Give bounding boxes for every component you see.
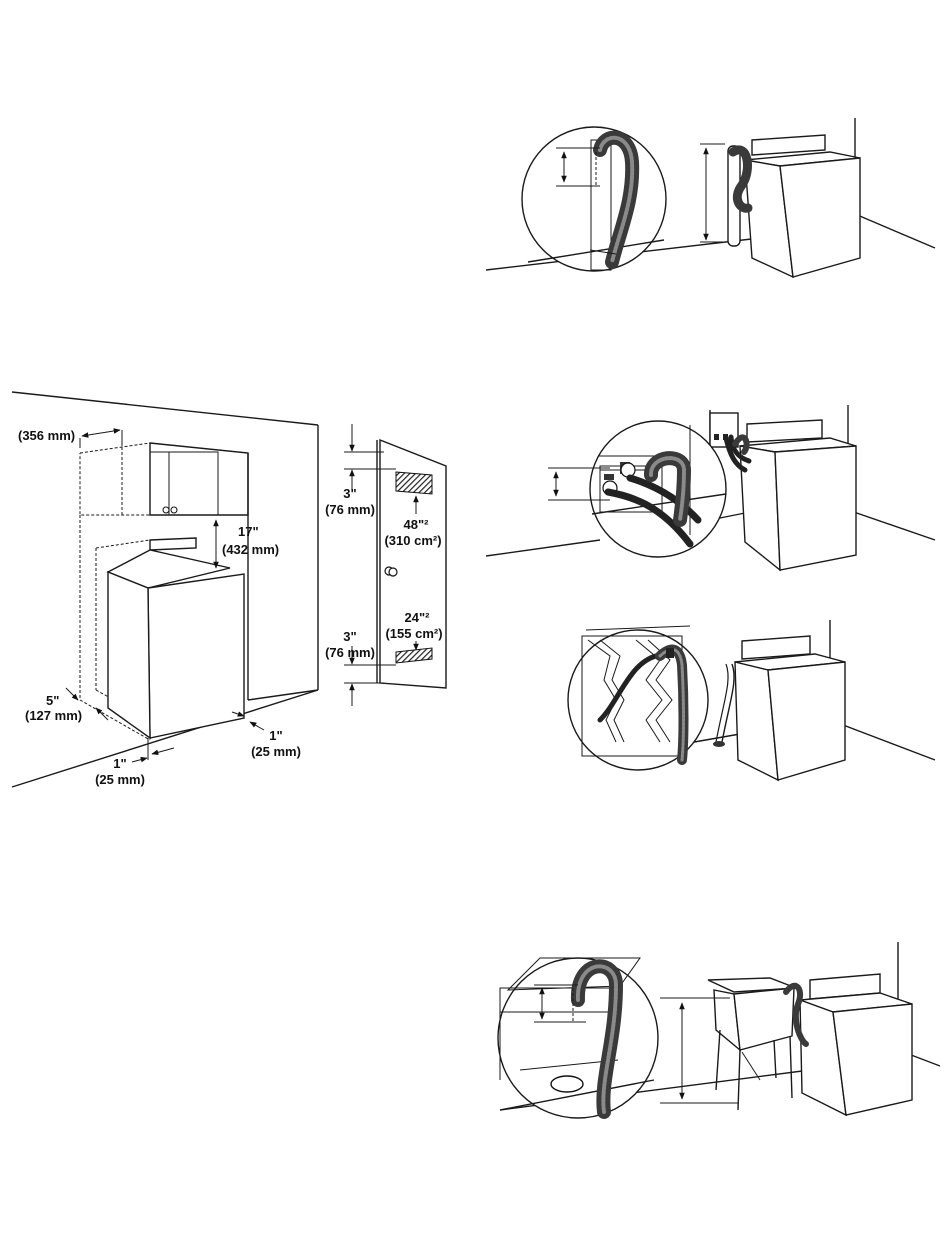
top-vent-area-cm: (310 cm²) bbox=[384, 533, 441, 548]
closet-clearance-illustration: (356 mm) 17" (432 mm) 5" (127 mm) 1" (25… bbox=[12, 392, 318, 787]
side-gap-right-mm: (25 mm) bbox=[251, 744, 301, 759]
bottom-margin-mm: (76 mm) bbox=[325, 645, 375, 660]
side-gap-left-inches: 1" bbox=[113, 756, 126, 771]
washer bbox=[745, 135, 860, 277]
floor-drain-zoom-circle bbox=[568, 626, 708, 770]
top-margin-inches: 3" bbox=[343, 486, 356, 501]
rear-gap-mm: (127 mm) bbox=[25, 708, 82, 723]
floor-drain-illustration bbox=[568, 620, 935, 780]
top-margin-mm: (76 mm) bbox=[325, 502, 375, 517]
top-vent-area-inches: 48"² bbox=[404, 517, 430, 532]
cabinet-width-label: (356 mm) bbox=[18, 428, 75, 443]
washer bbox=[740, 420, 856, 570]
faucet-zoom-circle bbox=[548, 421, 726, 557]
laundry-tub-zoom-circle bbox=[498, 958, 658, 1118]
standpipe-drain-illustration bbox=[486, 118, 935, 277]
washer bbox=[735, 636, 845, 780]
bottom-vent-area-inches: 24"² bbox=[405, 610, 431, 625]
side-gap-left-mm: (25 mm) bbox=[95, 772, 145, 787]
side-gap-right-inches: 1" bbox=[269, 728, 282, 743]
vented-door-illustration: 3" (76 mm) 3" (76 mm) 48"² (310 cm²) 24"… bbox=[325, 424, 446, 706]
top-gap-mm: (432 mm) bbox=[222, 542, 279, 557]
top-gap-inches: 17" bbox=[238, 524, 259, 539]
top-vent bbox=[396, 472, 432, 494]
standpipe-zoom-circle bbox=[522, 127, 666, 271]
bottom-margin-inches: 3" bbox=[343, 629, 356, 644]
upper-cabinet bbox=[150, 443, 248, 515]
rear-gap-inches: 5" bbox=[46, 693, 59, 708]
washer bbox=[108, 538, 244, 738]
faucet-connection-illustration bbox=[486, 405, 935, 570]
laundry-tub-illustration bbox=[498, 942, 940, 1118]
washer bbox=[800, 974, 912, 1115]
bottom-vent-area-cm: (155 cm²) bbox=[385, 626, 442, 641]
